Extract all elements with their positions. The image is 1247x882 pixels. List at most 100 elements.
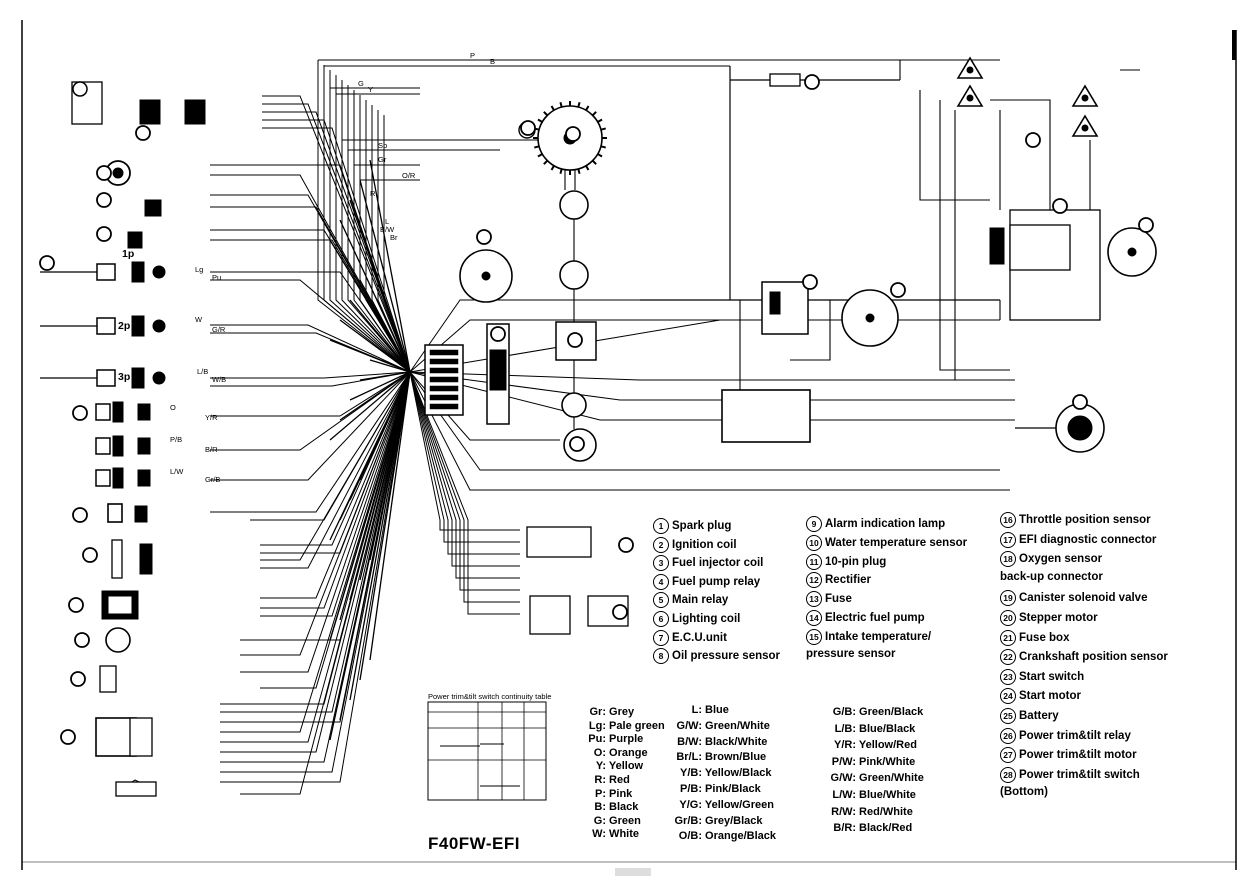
legend-text: Fuse box [1019,631,1070,644]
callout [74,632,90,648]
callout [72,507,88,523]
wire [220,371,411,783]
legend-number: 7 [653,629,669,646]
connector [184,99,206,125]
injector-plug [95,403,111,421]
legend-number: 9 [806,516,822,532]
wire-label: Br [390,233,398,242]
color-code-item: B/R: Black/Red [822,822,912,834]
connector [137,437,151,455]
wire [220,371,411,773]
wire [210,324,411,373]
color-code-key: G/W: [676,719,702,732]
color-code-item: Gr: Grey [578,706,635,718]
coil-tooth [597,153,603,158]
wire [409,371,520,603]
wire [369,371,411,661]
legend-text: Oil pressure sensor [672,650,781,663]
color-code-value: Pink/White [856,755,916,768]
wire [409,371,520,531]
coil-tooth [550,165,555,171]
color-code-item: Y/R: Yellow/Red [822,739,917,751]
wire-label: B/W [380,225,395,234]
alarm-center [112,167,124,179]
callout [82,547,98,563]
color-code-item: Pu: Purple [578,733,643,745]
legend-number: 11 [806,553,822,570]
legend-number: 13 [806,591,822,608]
wire [220,371,411,713]
color-code-key: Y/R: [834,739,856,752]
wire [329,371,411,541]
injector-mate [112,467,124,489]
coil-tooth [550,105,555,111]
color-code-value: Purple [606,733,644,746]
wire [349,371,411,601]
ecu-pin [429,394,459,401]
coil-tooth [559,102,563,108]
color-code-value: Orange [606,746,648,759]
injector-mate [112,401,124,423]
coil-tooth [577,102,581,108]
intake-center [481,271,491,281]
legend-number: 4 [653,573,669,590]
coil-tooth [537,118,543,123]
color-code-item: Lg: Pale green [578,720,665,732]
wire [260,371,411,569]
wire [335,75,411,373]
legend-text: 10-pin plug [825,555,887,568]
coil-tooth [585,165,590,171]
color-code-value: Yellow/Black [702,767,772,780]
coil-tooth [600,127,606,131]
callout [567,332,583,348]
plug-label: 1p [122,248,134,260]
coil-tooth [591,111,597,117]
color-code-value: Brown/Blue [702,751,767,764]
wire [220,371,411,733]
crank-sensor [105,627,131,653]
connector [137,403,151,421]
legend-number: 17 [1000,531,1016,548]
plug-mate [131,315,145,337]
callout [39,255,55,271]
legend-number: 1 [653,518,669,534]
legend-number: 25 [1000,708,1016,724]
ecu-pin [429,367,459,374]
wire [339,371,411,721]
legend-text: Throttle position sensor [1019,514,1151,527]
wire-label: Gr/B [205,475,220,484]
legend-text: Stepper motor [1019,612,1098,625]
color-code-value: Blue/Black [856,722,916,735]
fuse-holder [129,717,153,757]
color-code-value: Green/White [856,772,924,785]
legend-text: Main relay [672,594,729,607]
legend-item: pressure sensor [806,648,896,661]
ecu-pin [429,403,459,410]
injector-plug [95,469,111,487]
callout [612,604,628,620]
callout [1025,132,1041,148]
color-code-key: G/W: [830,772,856,785]
coil-tooth [597,118,603,123]
wire [359,279,411,373]
color-code-item: Y/B: Yellow/Black [668,767,772,779]
wire-label: L/B [197,367,208,376]
legend-number: 15 [806,628,822,645]
wire [349,371,411,701]
color-code-key: R/W: [831,805,856,818]
wire [329,239,411,373]
wire [210,371,411,379]
legend-number: 6 [653,611,669,627]
connector [139,99,161,125]
color-code-key: Y: [595,760,606,773]
fuse [769,73,801,87]
wire [939,100,1010,371]
legend-text: Start switch [1019,670,1085,683]
coil-tooth [559,168,563,174]
legend-text: EFI diagnostic connector [1019,533,1157,546]
legend-text: Oxygen sensor [1019,553,1103,566]
legend-number: 5 [653,592,669,609]
wire [329,371,411,641]
